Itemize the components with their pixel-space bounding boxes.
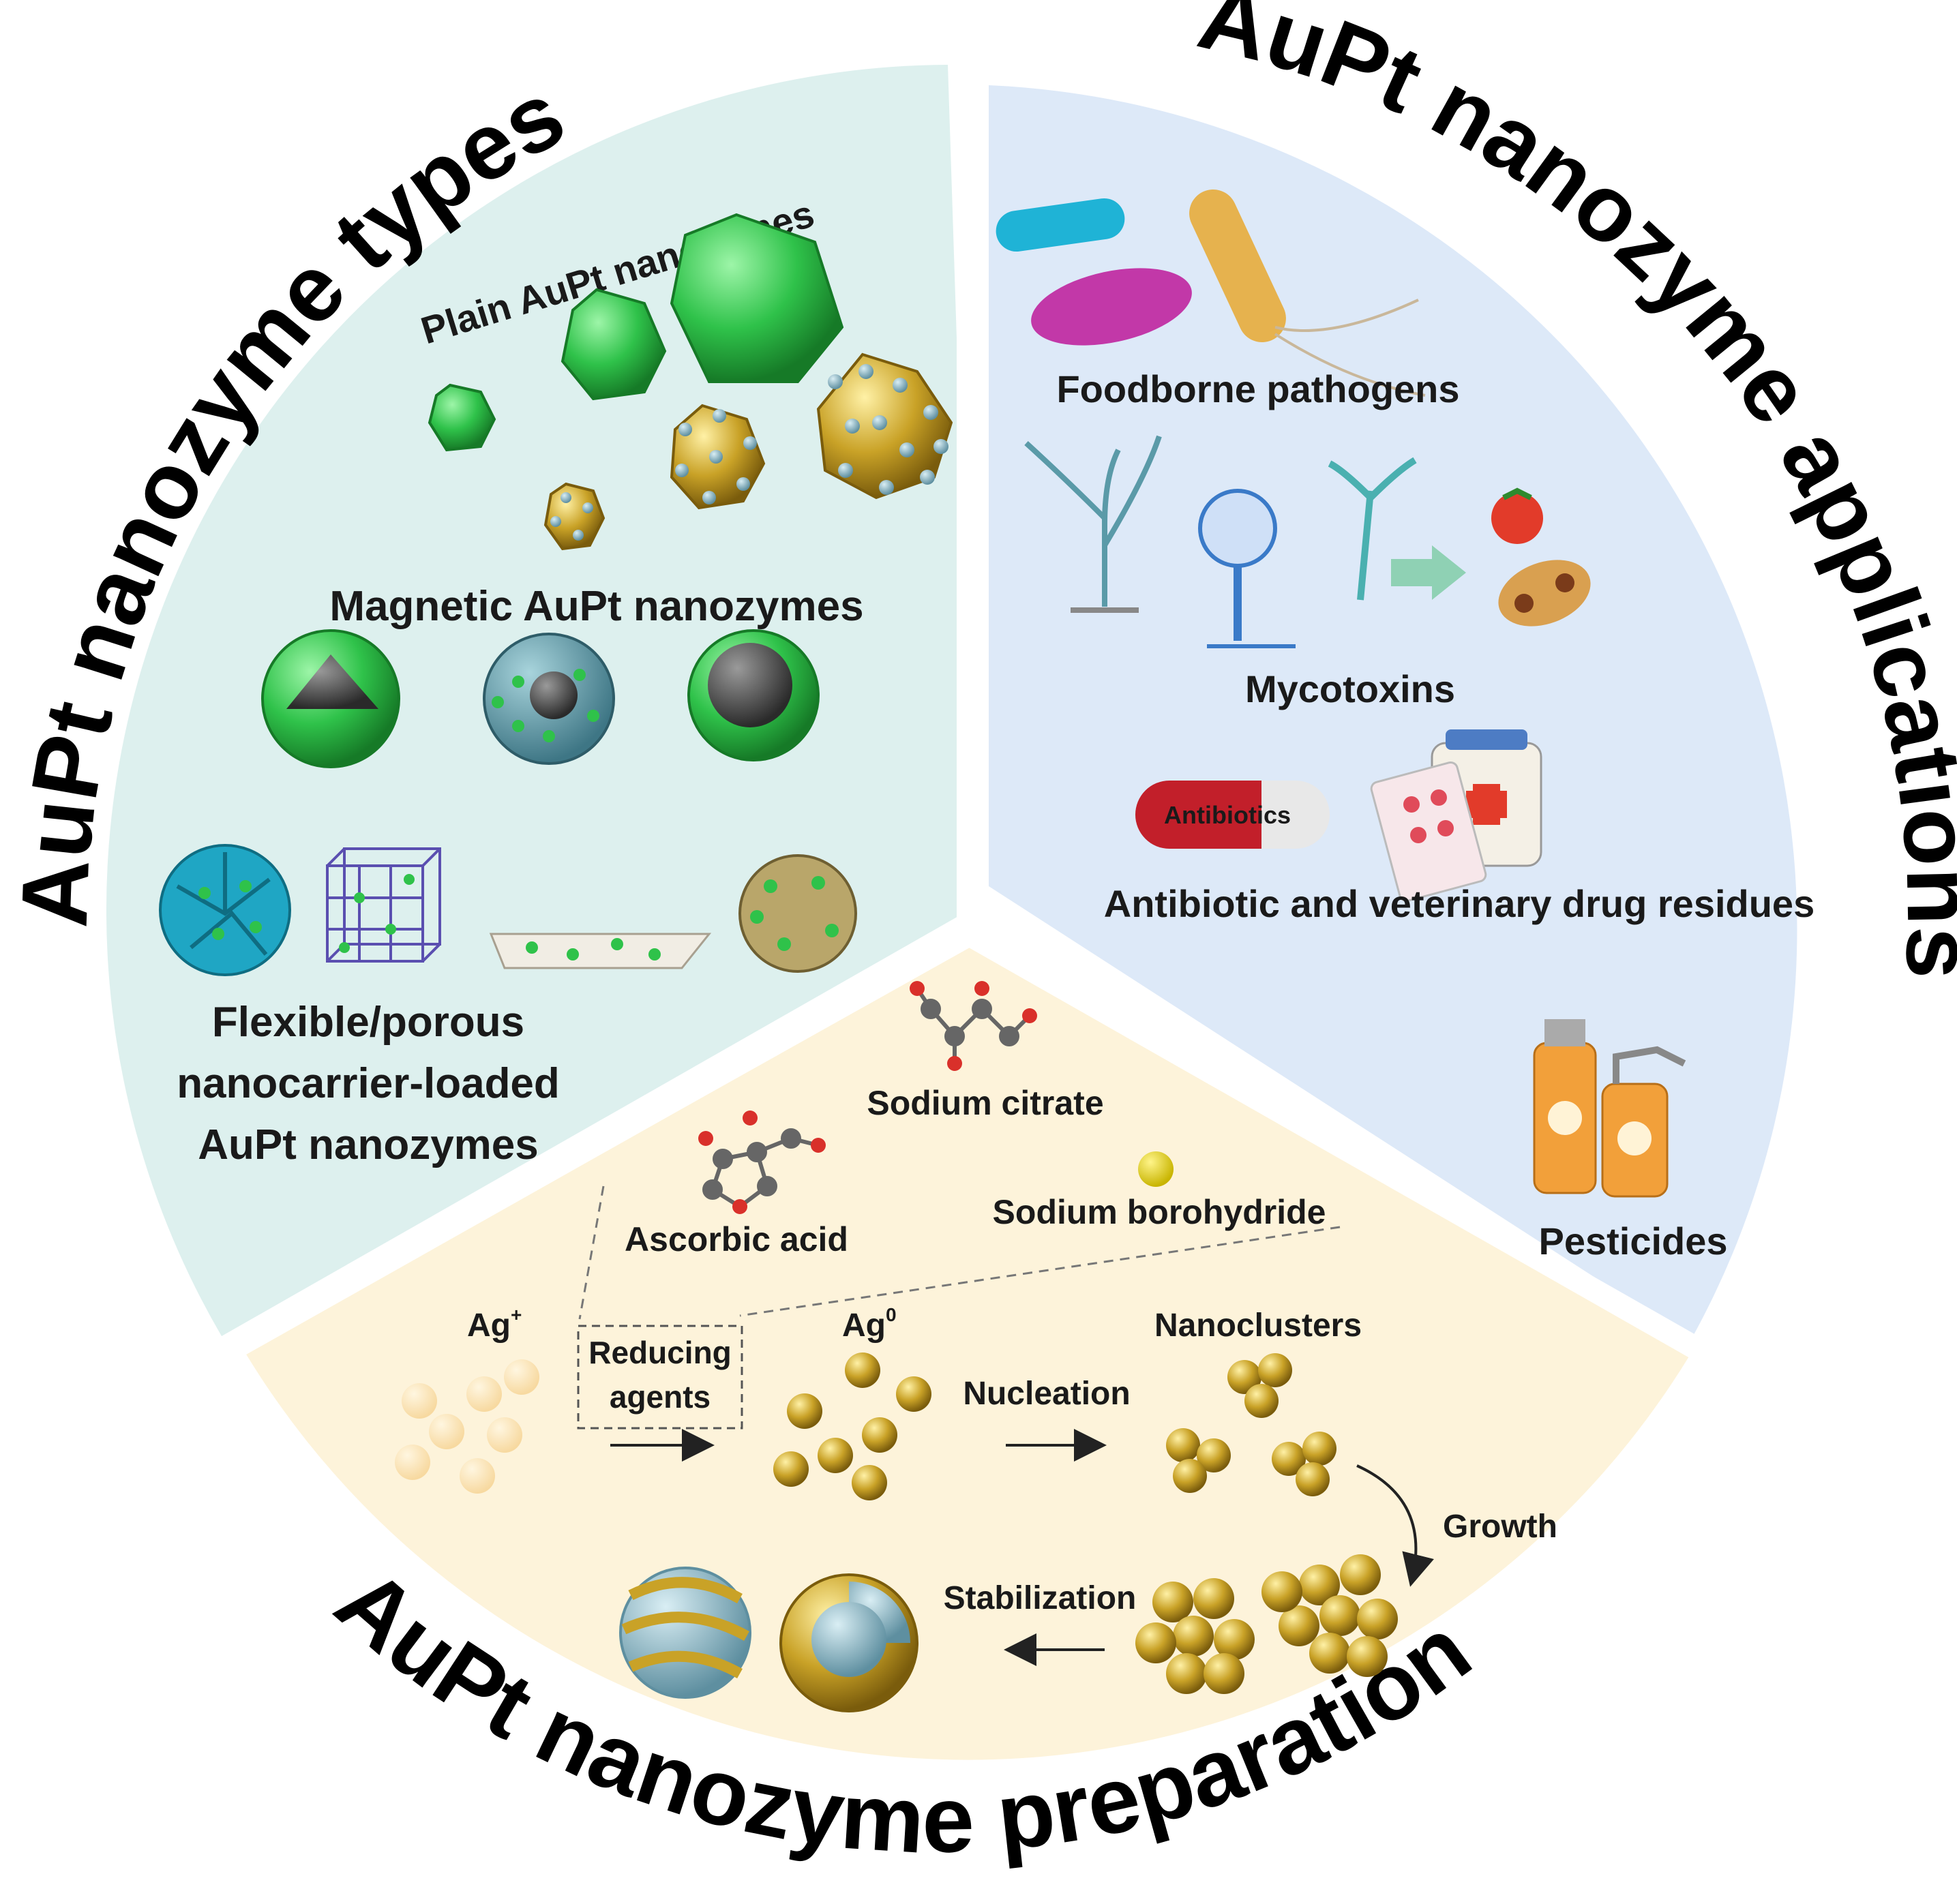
peanut-icon: [1498, 560, 1591, 626]
growth-arrow: [1356, 1464, 1434, 1587]
drug-residues-label: Antibiotic and veterinary drug residues: [1104, 882, 1814, 925]
ag-ion-label: Ag+: [467, 1304, 522, 1344]
applications-sector: [989, 85, 1797, 1340]
pesticide-spray-bottle-icon: [1601, 1046, 1686, 1198]
porous-carrier-sphere: [159, 844, 291, 976]
framework-cube: [326, 847, 441, 963]
reducing-agents-box: [577, 1325, 743, 1430]
fungus-right-icon: [1328, 457, 1417, 601]
growth-label: Growth: [1443, 1509, 1557, 1545]
alloy-nanoparticle-striped: [619, 1567, 751, 1699]
fungus-left-icon: [1024, 435, 1162, 613]
sodium-borohydride-icon: [1138, 1151, 1174, 1187]
sodium-borohydride-label: Sodium borohydride: [993, 1193, 1326, 1231]
blister-pack-icon: [1370, 761, 1487, 903]
bacteria-orange-icon: [1189, 189, 1426, 397]
antibiotic-pill-icon: Antibiotics: [1135, 781, 1330, 849]
reducing-label-line1: Reducing: [588, 1335, 732, 1370]
nanocluster-top: [1227, 1353, 1292, 1418]
plain-green-medium: [561, 288, 667, 401]
grown-cluster-right: [1261, 1554, 1398, 1677]
ag-zero-label: Ag0: [842, 1304, 897, 1344]
callout-line-left: [578, 1185, 605, 1320]
arrow-to-food-icon: [1391, 545, 1466, 600]
pesticides-label: Pesticides: [1538, 1220, 1727, 1263]
core-shell-nanoparticle: [779, 1573, 918, 1712]
flexible-label-line2: nanocarrier-loaded: [177, 1060, 560, 1107]
reducing-label-line2: agents: [610, 1379, 711, 1415]
pt-decoration-dots: [550, 364, 948, 541]
mycotoxins-label: Mycotoxins: [1245, 667, 1455, 710]
graphene-sheet: [489, 933, 712, 969]
ascorbic-acid-molecule-icon: [698, 1110, 826, 1214]
fungus-center-icon: [1198, 489, 1296, 648]
stabilization-label: Stabilization: [944, 1580, 1137, 1616]
flexible-label-line3: AuPt nanozymes: [198, 1121, 539, 1168]
bacteria-blue-icon: [996, 198, 1125, 252]
pesticide-spray-can-icon: [1533, 1019, 1597, 1194]
ag-ion-particles: [395, 1359, 539, 1494]
sodium-citrate-molecule-icon: [910, 981, 1037, 1071]
nanocluster-left: [1166, 1428, 1231, 1493]
ag-zero-particles: [773, 1353, 931, 1500]
nucleation-label: Nucleation: [963, 1376, 1130, 1412]
bacteria-purple-icon: [1031, 268, 1192, 346]
hollow-carrier-sphere: [738, 854, 857, 973]
sodium-citrate-label: Sodium citrate: [867, 1084, 1103, 1122]
magnetic-sphere-2: [483, 633, 615, 765]
plain-gold-small: [543, 482, 606, 551]
pathogens-label: Foodborne pathogens: [1056, 367, 1459, 410]
plain-green-large: [670, 213, 844, 383]
nanoclusters-label: Nanoclusters: [1154, 1308, 1362, 1344]
callout-line-right: [739, 1226, 1341, 1317]
antibiotics-pill-text: Antibiotics: [1164, 801, 1291, 829]
flexible-label-line1: Flexible/porous: [212, 999, 524, 1046]
grown-cluster-left: [1135, 1578, 1255, 1694]
magnetic-sphere-3: [687, 629, 820, 761]
nanocluster-right: [1272, 1432, 1336, 1496]
ascorbic-acid-label: Ascorbic acid: [625, 1220, 848, 1258]
magnetic-label: Magnetic AuPt nanozymes: [329, 583, 863, 630]
plain-green-small: [428, 383, 496, 452]
tomato-icon: [1491, 487, 1543, 544]
magnetic-sphere-1: [261, 629, 400, 768]
